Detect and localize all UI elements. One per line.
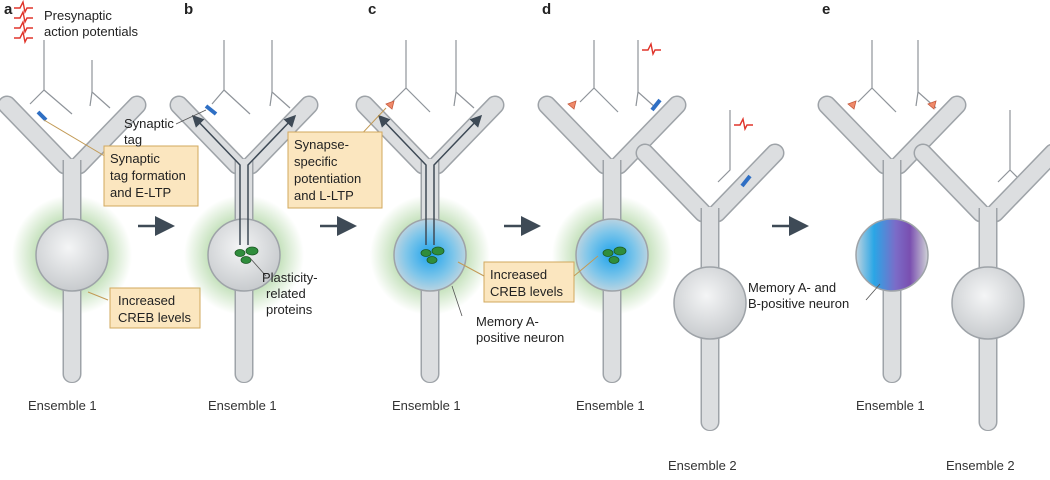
svg-text:Increased: Increased <box>490 267 547 282</box>
plasticity-proteins-icon <box>234 246 259 264</box>
ensemble-label-a: Ensemble 1 <box>28 398 97 413</box>
synaptic-tag-mark <box>204 104 218 116</box>
action-potential-icon <box>642 41 661 57</box>
panel-letter-b: b <box>184 1 193 18</box>
svg-text:CREB levels: CREB levels <box>118 310 191 325</box>
creb-box-a: Increased CREB levels <box>109 287 201 329</box>
legend-line-2: action potentials <box>44 24 138 39</box>
potentiated-synapse-mark <box>385 100 395 110</box>
legend-line-1: Presynaptic <box>44 8 112 23</box>
action-potential-icon <box>14 0 33 45</box>
svg-text:CREB levels: CREB levels <box>490 284 563 299</box>
ensemble-label-e1: Ensemble 1 <box>856 398 925 413</box>
ensemble-label-d2: Ensemble 2 <box>668 458 737 473</box>
memory-a-label: Memory A- <box>476 314 539 329</box>
panel-letter-c: c <box>368 1 376 18</box>
panel-e: Memory A- and B-positive neuron Ensemble… <box>748 40 1050 473</box>
plasticity-label: Plasticity- <box>262 270 318 285</box>
ensemble-label-b: Ensemble 1 <box>208 398 277 413</box>
potentiation-box: Synapse- specific potentiation and L-LTP <box>287 131 383 209</box>
svg-text:positive neuron: positive neuron <box>476 330 564 345</box>
neuron-soma <box>35 218 109 292</box>
svg-text:Synapse-: Synapse- <box>294 137 349 152</box>
ensemble-label-d1: Ensemble 1 <box>576 398 645 413</box>
panel-letter-a: a <box>4 1 13 18</box>
synaptic-tag-mark <box>36 110 48 122</box>
svg-text:and E-LTP: and E-LTP <box>110 185 171 200</box>
memory-ab-soma <box>855 218 929 292</box>
ensemble-label-c: Ensemble 1 <box>392 398 461 413</box>
legend: Presynaptic action potentials <box>14 0 138 45</box>
svg-text:B-positive neuron: B-positive neuron <box>748 296 849 311</box>
svg-text:Increased: Increased <box>118 293 175 308</box>
ensemble-label-e2: Ensemble 2 <box>946 458 1015 473</box>
panel-a: Synaptic tag formation and E-LTP Increas… <box>7 40 201 413</box>
panel-d: Increased CREB levels Ensemble 1 Ensembl… <box>457 40 775 473</box>
panel-c: Synapse- specific potentiation and L-LTP… <box>287 40 564 413</box>
svg-text:potentiation: potentiation <box>294 171 361 186</box>
creb-box-d: Increased CREB levels <box>483 261 575 303</box>
synaptic-tag-label: Synaptic <box>124 116 174 131</box>
panel-b: Synaptic tag Plasticity- related protein… <box>124 40 318 413</box>
tag-formation-box: Synaptic tag formation and E-LTP <box>103 145 199 207</box>
svg-text:specific: specific <box>294 154 338 169</box>
svg-text:related: related <box>266 286 306 301</box>
svg-text:tag: tag <box>124 132 142 147</box>
panel-letter-d: d <box>542 1 551 18</box>
svg-text:and L-LTP: and L-LTP <box>294 188 354 203</box>
memory-ab-label: Memory A- and <box>748 280 836 295</box>
panel-letter-e: e <box>822 1 830 18</box>
svg-text:Synaptic: Synaptic <box>110 151 160 166</box>
svg-text:proteins: proteins <box>266 302 313 317</box>
svg-text:tag formation: tag formation <box>110 168 186 183</box>
